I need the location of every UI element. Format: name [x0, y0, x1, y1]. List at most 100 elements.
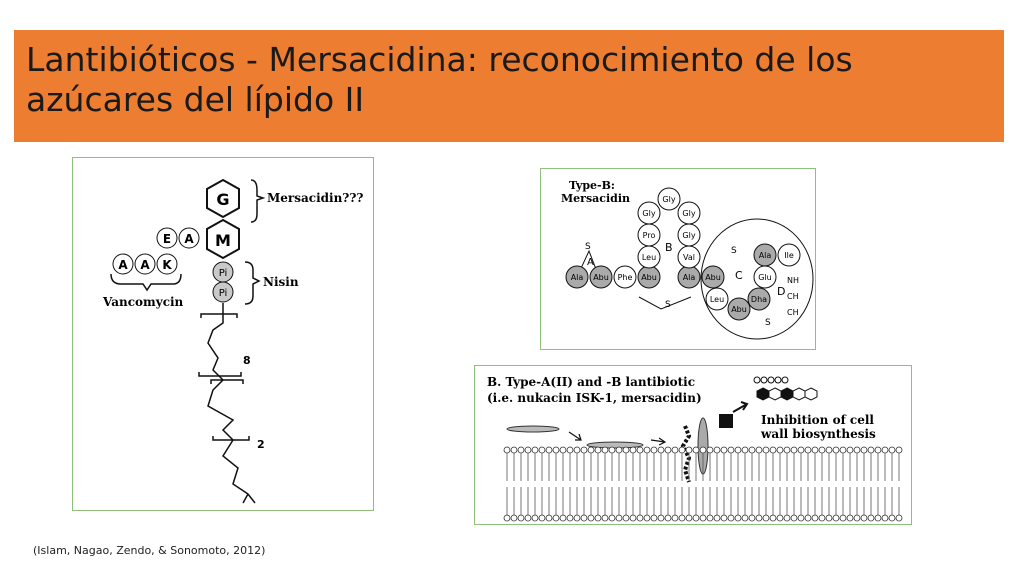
residue-a1-circle: [112, 253, 134, 275]
lipid-head: [692, 514, 700, 522]
svg-text:Leu: Leu: [642, 253, 656, 262]
lipid-head: [587, 446, 595, 454]
lipid-head: [846, 446, 854, 454]
lipid-head: [685, 514, 693, 522]
lipid-head: [503, 446, 511, 454]
sulfur-c: S: [731, 246, 737, 256]
lipid-head: [720, 446, 728, 454]
lipid-head: [608, 446, 616, 454]
lipid-head: [594, 446, 602, 454]
lipid-head: [853, 446, 861, 454]
lipid-head: [811, 514, 819, 522]
lipid-head: [797, 446, 805, 454]
svg-text:Gly: Gly: [642, 209, 655, 218]
lipid-head: [566, 446, 574, 454]
ring-c-outline: [700, 218, 814, 340]
lipid-head: [713, 514, 721, 522]
lipid-head: [552, 446, 560, 454]
lipid-head: [839, 514, 847, 522]
svg-text:Gly: Gly: [662, 195, 675, 204]
lipid-head: [734, 514, 742, 522]
sugar-m-hexagon: [206, 218, 240, 260]
lipid-head: [818, 514, 826, 522]
lipid-head: [804, 446, 812, 454]
lipid-head: [692, 446, 700, 454]
ring-b-left-column: Gly Pro Leu: [637, 201, 661, 269]
lipid-head: [867, 446, 875, 454]
arrow-3: [732, 401, 749, 413]
title-bar: Lantibióticos - Mersacidina: reconocimie…: [14, 30, 1004, 142]
repeat-2-label: 2: [257, 438, 265, 451]
bracket-nisin: [244, 261, 261, 305]
lipid-head: [748, 446, 756, 454]
phosphate-2-circle: [212, 281, 234, 303]
lipid-head: [832, 514, 840, 522]
lipid-head: [755, 514, 763, 522]
svg-text:Abu: Abu: [593, 273, 609, 282]
label-nisin: Nisin: [263, 275, 299, 289]
lipid-head: [531, 514, 539, 522]
lipid-head: [776, 446, 784, 454]
residue-k-circle: [156, 253, 178, 275]
repeat-8-label: 8: [243, 354, 251, 367]
lipid-head: [510, 514, 518, 522]
lipid-head: [580, 446, 588, 454]
lipid-head: [678, 514, 686, 522]
mechanism-figure: B. Type-A(II) and -B lantibiotic (i.e. n…: [474, 365, 912, 525]
svg-text:Leu: Leu: [710, 295, 724, 304]
lipid-head: [734, 446, 742, 454]
lipid-head: [503, 514, 511, 522]
lipid-head: [797, 514, 805, 522]
lipid-head: [720, 514, 728, 522]
sugar-g-label: G: [216, 190, 229, 209]
lipid-head: [727, 446, 735, 454]
residue-a2-label: A: [140, 258, 150, 272]
block-icon: [719, 414, 733, 428]
lipid-head: [783, 446, 791, 454]
lipid-head: [678, 446, 686, 454]
lipid-head: [566, 514, 574, 522]
lipid-head: [538, 446, 546, 454]
ch-label-2: CH: [787, 308, 799, 317]
svg-text:Pro: Pro: [643, 231, 656, 240]
lipid-head: [874, 446, 882, 454]
lipid-head: [860, 446, 868, 454]
lipid-head: [832, 446, 840, 454]
lipid-head: [629, 514, 637, 522]
lipid-head: [622, 514, 630, 522]
ring-b-right-column: Gly Gly Gly Val: [657, 187, 701, 269]
lipid-head: [762, 446, 770, 454]
lipid-head: [636, 514, 644, 522]
lipid-head: [846, 514, 854, 522]
peptide-2: [586, 441, 644, 449]
lipid-head: [573, 446, 581, 454]
nh-label: NH: [787, 276, 799, 285]
repeat-bracket-8: [198, 313, 242, 377]
svg-text:Ala: Ala: [571, 273, 584, 282]
residue-k-label: K: [162, 258, 172, 272]
lipid-head: [881, 446, 889, 454]
lipid-head: [853, 514, 861, 522]
mersacidin-structure-figure: Type-B: Mersacidin A B C D S S S S Ala A…: [540, 168, 816, 350]
residue-a1-label: A: [118, 258, 128, 272]
lipid-head: [552, 514, 560, 522]
citation: (Islam, Nagao, Zendo, & Sonomoto, 2012): [33, 544, 266, 557]
lipid-head: [895, 514, 903, 522]
lipid-head: [538, 514, 546, 522]
residue-a-label: A: [184, 232, 194, 246]
lipid-head: [643, 446, 651, 454]
arrow-1: [568, 431, 582, 441]
svg-text:Phe: Phe: [618, 273, 633, 282]
arrow-2: [650, 437, 667, 446]
svg-text:Val: Val: [683, 253, 695, 262]
lipid-head: [517, 446, 525, 454]
svg-text:Glu: Glu: [758, 273, 772, 282]
glycan-chain: [753, 376, 818, 401]
svg-text:Abu: Abu: [731, 305, 747, 314]
lipid-head: [524, 446, 532, 454]
lipid-head: [713, 446, 721, 454]
sugar-m-label: M: [215, 231, 231, 250]
phosphate-1-label: Pi: [219, 268, 228, 279]
ring-b-outline: [638, 296, 692, 310]
sugar-g-hexagon: [206, 178, 240, 219]
